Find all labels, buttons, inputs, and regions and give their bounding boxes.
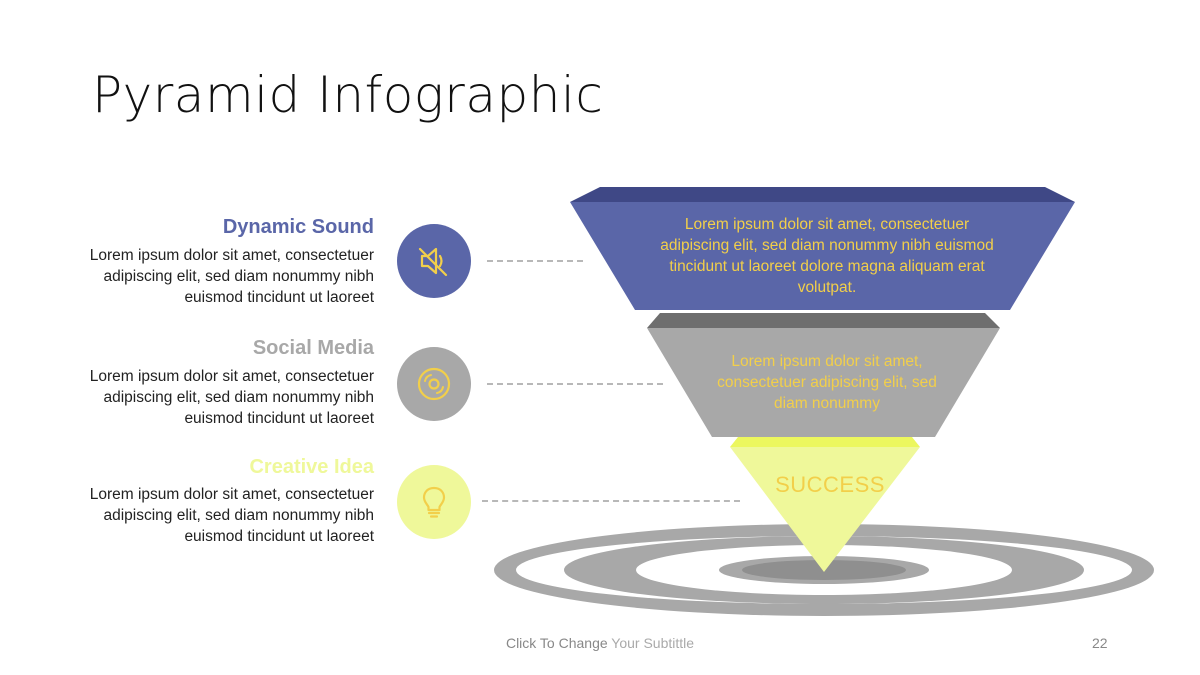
- footer-subtitle-part2: Your Subtittle: [611, 635, 695, 651]
- item-heading-dynamic-sound: Dynamic Sound: [222, 216, 374, 238]
- disc-icon: [417, 367, 451, 401]
- page-title: Pyramid Infographic: [92, 66, 604, 124]
- tier-1-top-face: [570, 187, 1075, 202]
- tier-1-text: Lorem ipsum dolor sit amet, consectetuer…: [660, 216, 994, 296]
- tier-1-front-face: [570, 202, 1075, 310]
- footer-subtitle[interactable]: Click To Change Your Subtittle: [0, 635, 1200, 651]
- item-heading-social-media: Social Media: [252, 337, 374, 359]
- connector-line-1: [487, 260, 583, 262]
- tier-2-front-face: [647, 328, 1000, 437]
- connector-line-2: [487, 383, 663, 385]
- lightbulb-icon: [422, 486, 446, 518]
- item-heading-creative-idea: Creative Idea: [249, 456, 374, 478]
- tier-2-top-face: [647, 313, 1000, 328]
- item-text-social-media: Lorem ipsum dolor sit amet, consectetuer…: [89, 368, 374, 427]
- item-text-creative-idea: Lorem ipsum dolor sit amet, consectetuer…: [89, 486, 374, 545]
- speaker-muted-icon: [418, 247, 448, 277]
- tier-3-top-face: [730, 437, 920, 447]
- tier-3-front-face: [730, 447, 920, 572]
- tier-3-success-label: SUCCESS: [775, 472, 885, 497]
- media-icon-circle: [397, 347, 471, 421]
- footer-subtitle-part1: Click To Change: [505, 635, 612, 651]
- connector-line-3: [482, 500, 740, 502]
- item-text-dynamic-sound: Lorem ipsum dolor sit amet, consectetuer…: [89, 247, 374, 306]
- idea-icon-circle: [397, 465, 471, 539]
- tier-2-text: Lorem ipsum dolor sit amet, consectetuer…: [717, 353, 937, 412]
- page-number: 22: [1092, 635, 1108, 651]
- sound-icon-circle: [397, 224, 471, 298]
